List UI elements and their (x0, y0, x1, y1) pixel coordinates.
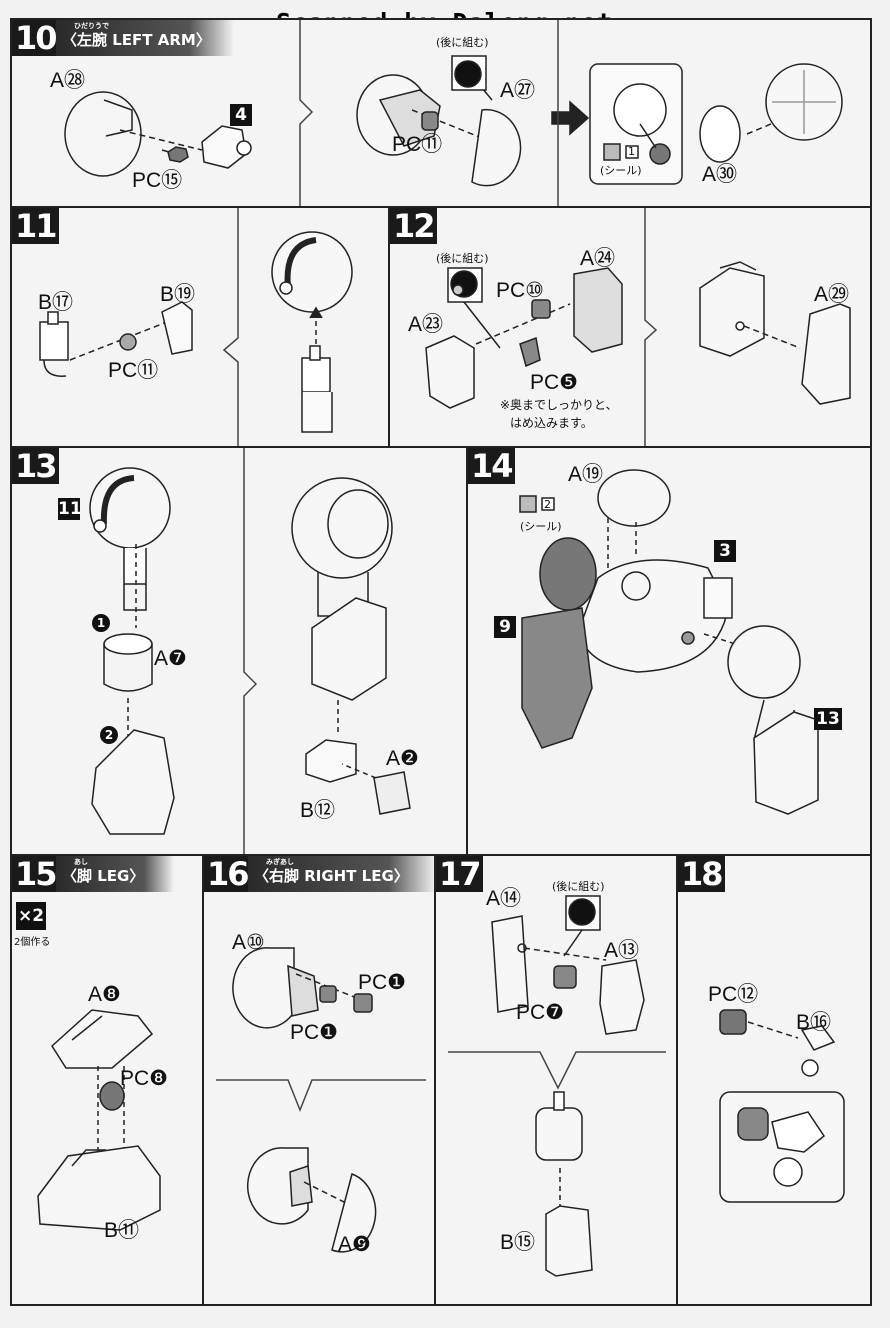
step-number: 13 (12, 448, 59, 484)
step-title-text: 〈右脚 RIGHT LEG〉 (254, 867, 409, 885)
part-label: PC❽ (120, 1067, 168, 1090)
step-number: 17 (436, 856, 483, 892)
step-ref-badge: 3 (714, 540, 736, 562)
part-label: A㉘ (50, 69, 86, 92)
step-ref-badge: 9 (494, 616, 516, 638)
part-label: A㉔ (580, 247, 616, 270)
make-two-badge: ×2 (16, 902, 46, 930)
part-label: B⑪ (104, 1219, 140, 1242)
step-17-illustration (448, 895, 666, 1277)
assemble-later-note: (後に組む) (552, 880, 605, 893)
step-title: ひだりうで 〈左腕 LEFT ARM〉 (56, 20, 234, 56)
instruction-note: はめ込みます。 (510, 416, 593, 430)
step-number: 10 (12, 20, 59, 56)
part-label: A㉗ (500, 79, 536, 102)
part-label: A⑩ (232, 931, 265, 954)
step-title-text: 〈脚 LEG〉 (62, 867, 145, 885)
part-label: A❽ (88, 983, 121, 1006)
part-label: B⑮ (500, 1231, 536, 1254)
step-11-panel: 11 B⑰ B⑲ PC⑪ (10, 206, 390, 448)
part-label: PC⑫ (708, 983, 759, 1006)
sequence-marker: 1 (90, 612, 110, 634)
order-1-badge: 1 (92, 614, 110, 633)
instruction-note: ※奥までしっかりと、 (500, 398, 618, 412)
part-label: A㉚ (702, 163, 738, 186)
step-number: 11 (12, 208, 59, 244)
part-label: A㉓ (408, 313, 444, 336)
part-label: PC⑪ (108, 359, 159, 382)
part-label: B⑫ (300, 799, 336, 822)
step-16-panel: 16 みぎあし 〈右脚 RIGHT LEG〉 A⑩ PC❶ PC❶ A❾ (202, 854, 436, 1306)
ruby-text: ひだりうで (74, 22, 109, 30)
assemble-later-note: (後に組む) (436, 36, 489, 49)
step-ref-badge: 13 (814, 708, 842, 730)
step-number: 18 (678, 856, 725, 892)
step-12-illustration (425, 208, 851, 446)
part-label: A㉙ (814, 283, 850, 306)
part-label: PC⑩ (496, 279, 544, 302)
part-label: PC❶ (358, 971, 406, 994)
step-15-panel: 15 あし 〈脚 LEG〉 ×2 2個作る A❽ PC❽ B⑪ (10, 854, 204, 1306)
part-label: PC❺ (530, 371, 578, 394)
step-ref-badge: 11 (58, 498, 82, 520)
order-2-badge: 2 (100, 726, 118, 745)
ruby-text: あし (74, 858, 88, 866)
part-label: A⑭ (486, 887, 522, 910)
part-label: PC⑪ (392, 133, 443, 156)
sticker-number: 2 (544, 498, 551, 511)
part-label: PC⑮ (132, 169, 183, 192)
part-label: B⑰ (38, 291, 74, 314)
make-two-note: 2個作る (14, 937, 51, 948)
sticker-number: 1 (628, 145, 635, 158)
part-label: PC❶ (290, 1021, 338, 1044)
part-label: PC❼ (516, 1001, 564, 1024)
step-ref-badge: 4 (230, 104, 252, 126)
part-label: B⑲ (160, 283, 196, 306)
assemble-later-note: (後に組む) (436, 252, 489, 265)
step-14-illustration (519, 469, 819, 815)
part-label: A❾ (338, 1233, 371, 1256)
step-10-panel: 10 ひだりうで 〈左腕 LEFT ARM〉 (10, 18, 872, 208)
step-title: みぎあし 〈右脚 RIGHT LEG〉 (248, 856, 434, 892)
step-title: あし 〈脚 LEG〉 (56, 856, 174, 892)
part-label: B⑯ (796, 1011, 832, 1034)
step-title-text: 〈左腕 LEFT ARM〉 (62, 31, 211, 49)
ruby-text: みぎあし (266, 858, 294, 866)
step-13-panel: 13 11 1 A❼ 2 A❷ B⑫ (10, 446, 470, 856)
step-11-illustration (39, 208, 353, 446)
step-number: 14 (468, 448, 515, 484)
step-18-panel: 18 PC⑫ B⑯ (676, 854, 872, 1306)
step-13-illustration (89, 448, 411, 854)
step-18-illustration (719, 1009, 845, 1203)
step-12-panel: 12 (後に組む) PC⑩ A㉔ A㉓ PC❺ ※奥までしっかりと、 はめ込みま… (388, 206, 872, 448)
step-14-panel: 14 A⑲ 2 (シール) 3 9 13 (466, 446, 872, 856)
step-10-illustration (64, 20, 843, 206)
step-number: 12 (390, 208, 437, 244)
step-15-illustration (37, 1009, 161, 1231)
step-number: 16 (204, 856, 251, 892)
part-label: A❼ (154, 647, 187, 670)
step-17-panel: 17 A⑭ (後に組む) A⑬ PC❼ B⑮ (434, 854, 678, 1306)
sticker-label: (シール) (600, 164, 642, 177)
part-label: A⑲ (568, 463, 604, 486)
sequence-marker: 2 (98, 724, 118, 746)
part-label: A❷ (386, 747, 419, 770)
sticker-label: (シール) (520, 520, 562, 533)
part-label: A⑬ (604, 939, 640, 962)
step-16-illustration (216, 947, 426, 1253)
step-number: 15 (12, 856, 59, 892)
